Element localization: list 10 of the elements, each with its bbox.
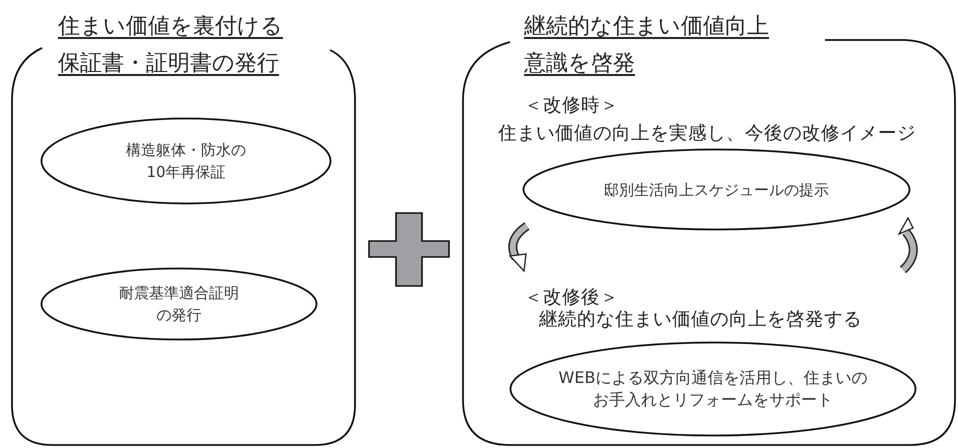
heading: 住まい価値を裏付ける保証書・証明書の発行 <box>58 13 284 78</box>
oval-box: 構造躯体・防水の10年再保証 <box>40 117 332 205</box>
section-label: ＜改修後＞ <box>524 286 619 310</box>
oval-box: 耐震基準適合証明の発行 <box>40 267 318 341</box>
oval-box: WEBによる双方向通信を活用し、住まいのお手入れとリフォームをサポート <box>509 341 917 437</box>
description-text: 継続的な住まい価値の向上を啓発する <box>539 308 862 332</box>
section-label: ＜改修時＞ <box>524 94 619 118</box>
oval-box: 邸別生活向上スケジュールの提示 <box>522 148 911 231</box>
heading: 継続的な住まい価値向上意識を啓発 <box>524 13 770 78</box>
description-text: 住まい価値の向上を実感し、今後の改修イメージ <box>498 122 916 146</box>
